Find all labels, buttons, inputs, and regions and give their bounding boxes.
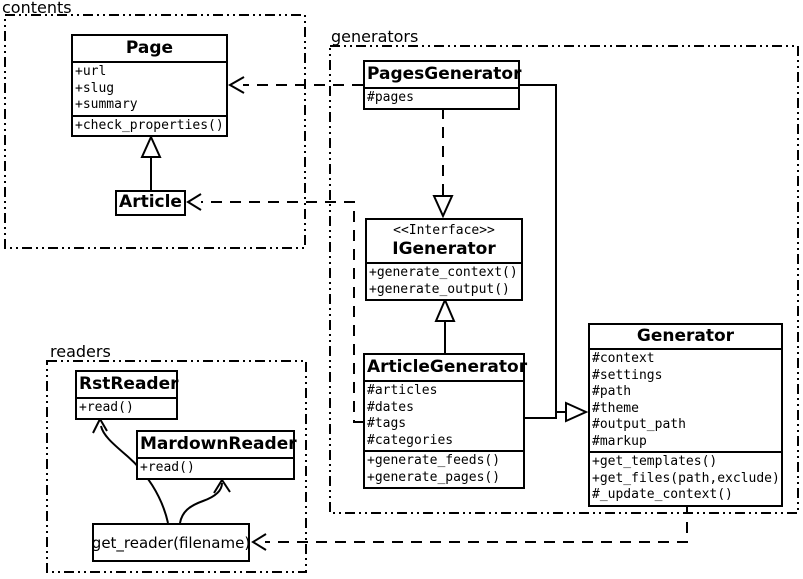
- class-pagesgenerator-title: PagesGenerator: [367, 64, 522, 84]
- class-generator-title: Generator: [636, 326, 735, 346]
- uml-member: #dates: [367, 399, 414, 415]
- class-rstreader: RstReader +read(): [75, 370, 179, 420]
- uml-member: +slug: [75, 80, 115, 96]
- class-mardownreader: MardownReader +read(): [136, 430, 297, 480]
- package-label-readers: readers: [50, 342, 111, 361]
- uml-member: +url: [75, 64, 107, 79]
- package-contents-border: [4, 14, 306, 249]
- arrowhead-getreader-to-mardownreader: [213, 478, 231, 494]
- edge-articlegenerator-to-article: [201, 201, 363, 423]
- arrowhead-getreader-to-rstreader: [92, 416, 108, 434]
- triangle-articlegenerator-to-igenerator: [434, 297, 456, 322]
- class-mardownreader-title: MardownReader: [140, 434, 297, 454]
- uml-member: #theme: [592, 400, 639, 416]
- class-igenerator-stereotype: <<Interface>>: [393, 223, 495, 238]
- package-label-generators: generators: [331, 27, 419, 46]
- class-pagesgenerator: PagesGenerator #pages: [363, 60, 522, 110]
- uml-member: #markup: [592, 433, 647, 449]
- uml-member: +read(): [140, 460, 195, 475]
- class-igenerator-title: IGenerator: [392, 239, 496, 259]
- uml-member: +get_templates(): [592, 454, 718, 469]
- uml-member: #context: [592, 351, 655, 366]
- class-igenerator: <<Interface>> IGenerator +generate_conte…: [365, 218, 523, 301]
- uml-member: +generate_pages(): [367, 469, 501, 485]
- uml-member: +generate_output(): [369, 281, 510, 297]
- class-article-title: Article: [119, 192, 182, 212]
- class-generator: Generator #context#settings#path#theme#o…: [588, 323, 783, 507]
- uml-member: +check_properties(): [75, 117, 224, 133]
- uml-member: #categories: [367, 432, 454, 448]
- class-igenerator-methods: +generate_context()+generate_output(): [367, 262, 521, 299]
- uml-member: +get_files(path,exclude): [592, 470, 780, 486]
- edge-generator-to-getreader: [265, 503, 688, 543]
- package-generators-border: [329, 45, 799, 514]
- class-generator-methods: +get_templates()+get_files(path,exclude)…: [590, 451, 781, 505]
- package-readers-border: [46, 360, 307, 573]
- class-articlegenerator: ArticleGenerator #articles#dates#tags#ca…: [363, 353, 528, 489]
- uml-member: #tags: [367, 416, 407, 431]
- arrowhead-articlegenerator-to-article: [186, 193, 202, 211]
- class-rstreader-methods: +read(): [77, 397, 176, 418]
- class-page-methods: +check_properties(): [73, 114, 226, 136]
- class-articlegenerator-title: ArticleGenerator: [367, 357, 528, 377]
- uml-member: #output_path: [592, 417, 686, 432]
- class-page-attributes: +url+slug+summary: [73, 61, 226, 115]
- uml-member: +summary: [75, 97, 138, 112]
- uml-member: #_update_context(): [592, 487, 733, 502]
- triangle-article-to-page: [140, 134, 162, 158]
- node-getreader-label: get_reader(filename): [91, 533, 251, 552]
- edge-getreader-to-rstreader: [100, 425, 169, 524]
- uml-member: #settings: [592, 367, 663, 383]
- class-article: Article: [115, 190, 186, 216]
- triangle-pagesgenerator-to-igenerator: [432, 195, 454, 219]
- triangle-generators-to-generator: [565, 401, 589, 423]
- class-mardownreader-methods: +read(): [138, 457, 293, 478]
- uml-member: #path: [592, 384, 632, 399]
- class-articlegenerator-attributes: #articles#dates#tags#categories: [365, 380, 523, 450]
- class-page: Page +url+slug+summary +check_properties…: [71, 34, 228, 137]
- edge-generators-to-generator: [520, 84, 557, 419]
- uml-member: +generate_feeds(): [367, 453, 501, 468]
- package-label-contents: contents: [2, 0, 72, 17]
- arrowhead-generator-to-getreader: [251, 533, 267, 551]
- edge-getreader-to-mardownreader: [179, 482, 223, 524]
- node-getreader: get_reader(filename): [92, 523, 250, 562]
- uml-member: #articles: [367, 383, 438, 398]
- uml-member: #pages: [367, 90, 414, 105]
- class-generator-attributes: #context#settings#path#theme#output_path…: [590, 348, 781, 451]
- class-pagesgenerator-attributes: #pages: [365, 87, 518, 108]
- uml-member: +read(): [79, 400, 134, 415]
- class-articlegenerator-methods: +generate_feeds()+generate_pages(): [365, 450, 523, 487]
- class-page-title: Page: [125, 38, 174, 58]
- arrowhead-pagesgenerator-to-page: [227, 76, 245, 94]
- class-rstreader-title: RstReader: [79, 374, 179, 394]
- uml-member: +generate_context(): [369, 265, 518, 280]
